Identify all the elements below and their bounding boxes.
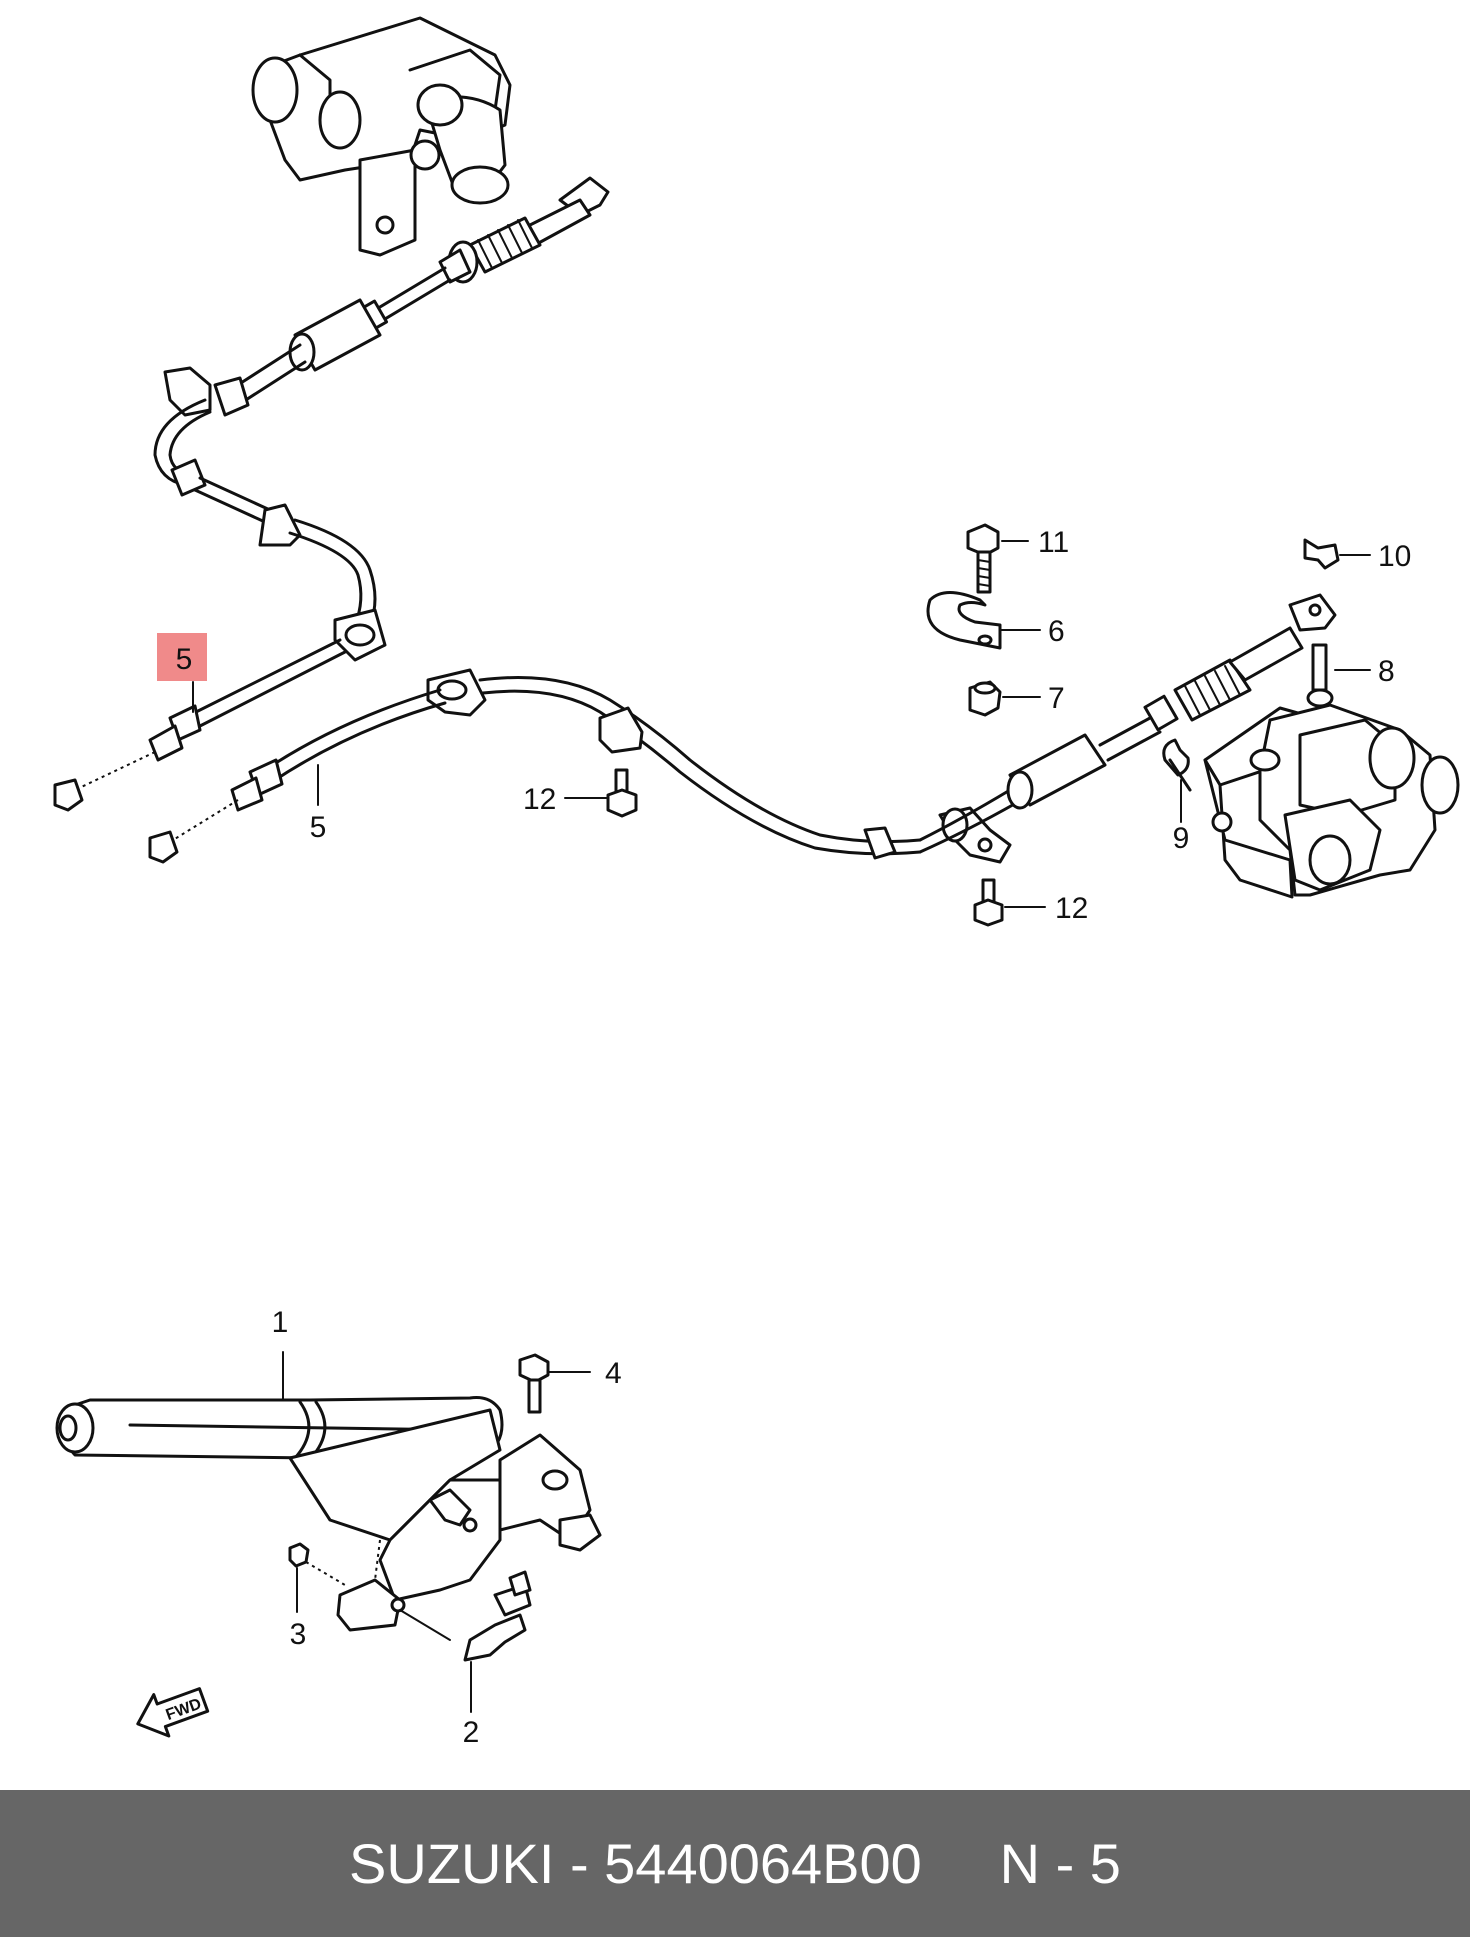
footer-bar: SUZUKI - 5440064B00 N - 5 [0, 1790, 1470, 1937]
bolt-3 [288, 1542, 346, 1586]
callout-12-left: 12 [523, 783, 556, 816]
callout-11: 11 [1038, 526, 1069, 559]
bolt-12-left [606, 768, 638, 818]
nut-7 [968, 680, 1002, 717]
bolt-12-right [973, 878, 1004, 927]
callout-12-right: 12 [1055, 892, 1088, 925]
fwd-arrow-icon: FWD [136, 1687, 210, 1738]
callout-1: 1 [272, 1306, 289, 1339]
callout-5-highlight: 5 [176, 643, 193, 676]
switch-bracket-2 [399, 1570, 532, 1662]
parking-brake-diagram: 5 5 11 6 7 10 8 9 12 12 1 4 3 2 FWD [53, 16, 1460, 1749]
callout-4: 4 [605, 1357, 622, 1390]
clamp-6 [926, 591, 1002, 650]
callout-9: 9 [1173, 822, 1190, 855]
callout-2: 2 [463, 1716, 480, 1749]
callout-6: 6 [1048, 615, 1065, 648]
left-cable [53, 176, 610, 812]
clip-10 [1303, 538, 1340, 570]
bolt-11 [966, 523, 1000, 594]
handbrake-lever [55, 1396, 602, 1632]
highlight-box [157, 633, 207, 681]
right-caliper [1203, 703, 1460, 899]
leader-lines [192, 540, 1371, 1713]
clip-9 [1162, 738, 1192, 792]
callout-8: 8 [1378, 655, 1395, 688]
callout-7: 7 [1048, 682, 1065, 715]
right-cable [148, 593, 1337, 864]
callout-3: 3 [290, 1618, 307, 1651]
left-caliper [251, 16, 512, 257]
bolt-4 [518, 1353, 550, 1414]
pin-8 [1306, 643, 1334, 708]
callout-5-lower: 5 [310, 811, 327, 844]
footer-part-number: SUZUKI - 5440064B00 N - 5 [349, 1832, 1121, 1895]
callout-10: 10 [1378, 540, 1411, 573]
